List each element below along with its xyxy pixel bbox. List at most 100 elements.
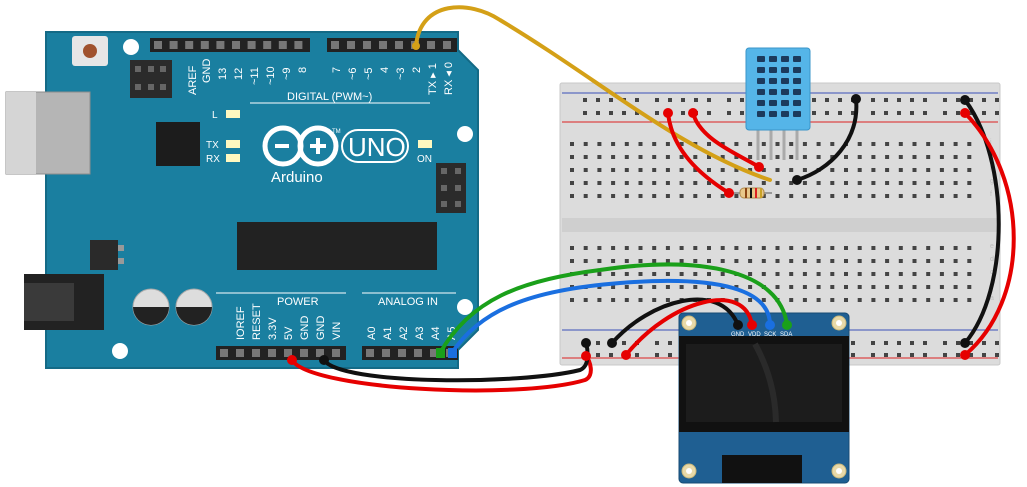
breadboard-hole: [926, 259, 931, 263]
breadboard-hole: [707, 194, 711, 198]
wire-end: [663, 108, 673, 118]
rail-hole: [668, 353, 672, 357]
breadboard-hole: [939, 246, 944, 250]
breadboard-hole: [611, 298, 616, 302]
wire-end: [960, 95, 970, 105]
breadboard-hole: [748, 181, 753, 185]
bottom-pin-holes: [220, 349, 454, 357]
breadboard-hole: [734, 259, 739, 263]
breadboard-hole: [748, 246, 753, 250]
pin-label: ~10: [265, 66, 277, 85]
breadboard-hole: [638, 168, 643, 172]
breadboard-hole: [830, 168, 835, 172]
pin-label: 4: [379, 67, 391, 73]
breadboard-hole: [912, 168, 917, 172]
breadboard-hole: [693, 181, 698, 185]
wire-black: [610, 297, 740, 345]
breadboard-hole: [912, 285, 917, 289]
breadboard-hole: [679, 246, 684, 250]
breadboard-hole: [871, 181, 876, 185]
breadboard-hole: [665, 272, 670, 276]
wire-end: [851, 94, 861, 104]
header-pin: [300, 349, 308, 357]
rail-hole: [668, 341, 672, 345]
grille-slot: [769, 56, 777, 62]
breadboard-hole: [926, 298, 931, 302]
rail-hole: [681, 98, 685, 102]
breadboard-hole: [789, 181, 794, 185]
wire-red: [666, 111, 731, 195]
breadboard-hole: [802, 298, 807, 302]
wire-end: [287, 355, 297, 365]
breadboard-hole: [679, 142, 684, 146]
row-letter: j: [989, 139, 992, 146]
rail-hole: [897, 353, 901, 357]
breadboard-hole: [611, 272, 616, 276]
breadboard-hole: [939, 142, 944, 146]
rail-hole: [655, 98, 659, 102]
pin-label: 12: [233, 68, 245, 80]
rail-hole: [635, 111, 639, 115]
breadboard-hole: [871, 285, 876, 289]
rail-hole: [969, 98, 973, 102]
breadboard-hole: [898, 155, 903, 159]
breadboard-hole: [912, 272, 917, 276]
row-letter: e: [990, 243, 994, 250]
breadboard-hole: [570, 259, 574, 263]
breadboard-hole: [775, 181, 780, 185]
rail-hole: [668, 98, 672, 102]
rail-hole: [583, 98, 587, 102]
rail-hole: [596, 353, 600, 357]
breadboard-hole: [761, 298, 766, 302]
breadboard-hole: [926, 168, 931, 172]
header-pin: [331, 41, 339, 49]
breadboard-hole: [720, 259, 725, 263]
analog-label: ANALOG IN: [378, 296, 438, 308]
breadboard-hole: [789, 298, 794, 302]
breadboard-hole: [775, 285, 780, 289]
header-pin: [363, 41, 371, 49]
breadboard-hole: [734, 246, 739, 250]
breadboard-hole: [748, 168, 753, 172]
breadboard-hole: [665, 155, 670, 159]
header-pin: [294, 41, 303, 49]
breadboard-hole: [857, 142, 862, 146]
rail-hole: [956, 98, 960, 102]
breadboard-hole: [912, 142, 917, 146]
rail-hole: [871, 341, 875, 345]
breadboard-hole: [693, 272, 698, 276]
rail-hole: [609, 98, 613, 102]
oled-pin-label: SCK: [764, 332, 776, 338]
rail-hole: [740, 111, 744, 115]
breadboard-hole: [652, 142, 657, 146]
rail-hole: [871, 353, 875, 357]
wire-end: [747, 320, 757, 330]
wire-end: [607, 338, 617, 348]
rail-hole: [956, 341, 960, 345]
breadboard-hole: [939, 181, 944, 185]
rail-hole: [609, 111, 613, 115]
breadboard-hole: [816, 259, 821, 263]
resistor: [732, 187, 772, 199]
breadboard-hole: [748, 285, 753, 289]
breadboard-hole: [748, 142, 753, 146]
breadboard-hole: [953, 194, 958, 198]
rail-hole: [694, 98, 698, 102]
breadboard-hole: [898, 298, 903, 302]
breadboard-hole: [761, 246, 766, 250]
breadboard-hole: [816, 155, 821, 159]
pin-label: GND: [299, 316, 311, 341]
wire-end: [688, 108, 698, 118]
breadboard-hole: [871, 246, 876, 250]
breadboard-hole: [967, 285, 972, 289]
header-pin: [427, 41, 435, 49]
breadboard-hole: [953, 155, 958, 159]
breadboard-hole: [871, 168, 876, 172]
breadboard-hole: [693, 285, 698, 289]
breadboard-hole: [748, 272, 753, 276]
breadboard-hole: [912, 155, 917, 159]
breadboard-hole: [775, 272, 780, 276]
grille-slot: [769, 100, 777, 106]
grille-slot: [757, 100, 765, 106]
rail-hole: [812, 98, 816, 102]
